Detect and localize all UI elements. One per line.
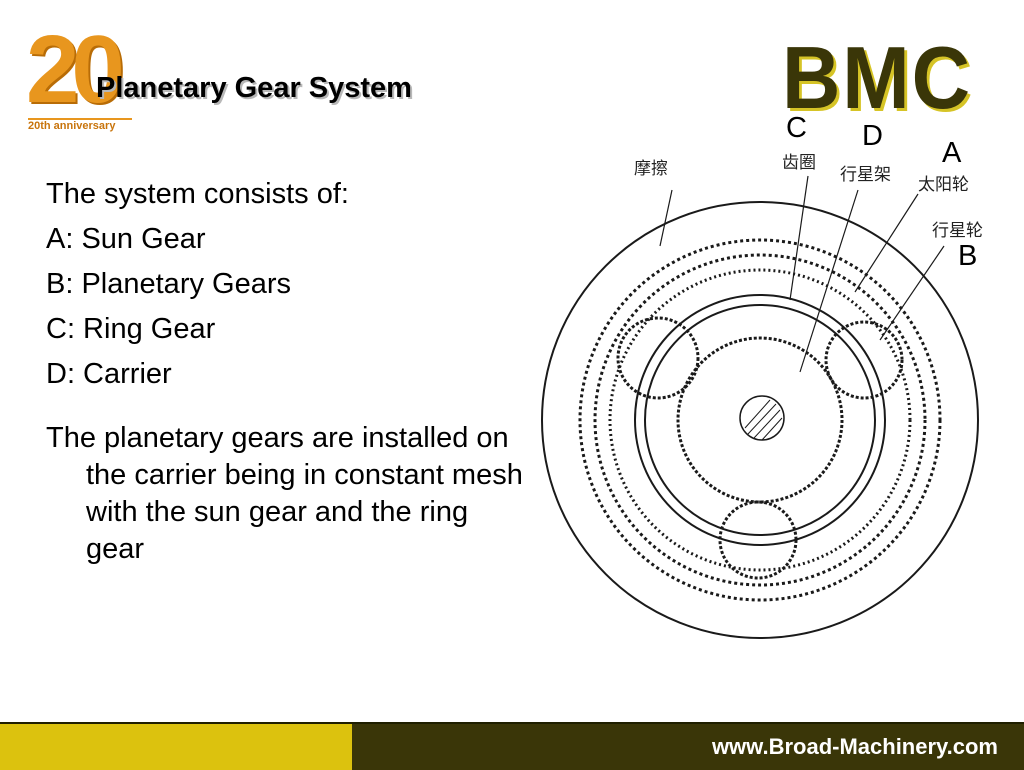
list-item: D: Carrier: [46, 358, 172, 390]
housing-circle: [541, 201, 979, 639]
sun-gear: [676, 336, 844, 504]
shaft: [739, 395, 785, 441]
planet-gear-left: [616, 316, 700, 400]
shaft-hatching: [744, 399, 783, 441]
label-carrier-cn: 行星架: [840, 165, 891, 185]
logo-caption: 20th anniversary: [28, 118, 132, 132]
label-planet-gear-cn: 行星轮: [932, 221, 983, 241]
label-sun-gear-cn: 太阳轮: [918, 175, 969, 195]
list-item: B: Planetary Gears: [46, 268, 291, 300]
footer-accent-bar: [0, 722, 352, 770]
label-b: B: [958, 240, 978, 272]
planet-gear-right: [824, 320, 904, 400]
label-ring-gear-cn: 齿圈: [782, 153, 816, 173]
carrier-inner: [644, 304, 876, 536]
planet-gear-bottom: [718, 500, 798, 580]
label-d: D: [862, 120, 883, 152]
footer-url: www.Broad-Machinery.com: [711, 734, 998, 759]
logo-number: 20: [26, 16, 125, 123]
carrier-outer: [634, 294, 886, 546]
page-title: Planetary Gear System: [96, 72, 412, 104]
label-c: C: [786, 112, 807, 144]
leader-lines: [659, 175, 945, 373]
footer-bar: www.Broad-Machinery.com: [352, 722, 1024, 770]
label-friction: 摩擦: [634, 159, 668, 179]
list-item: C: Ring Gear: [46, 313, 216, 345]
description-paragraph: The planetary gears are installed on the…: [46, 422, 523, 565]
label-a: A: [942, 137, 962, 169]
ring-gear-mid: [593, 253, 927, 587]
brand-logo: BMC: [782, 28, 972, 127]
ring-gear-outer: [578, 238, 942, 602]
list-item: A: Sun Gear: [46, 223, 206, 255]
anniversary-logo: 20 20th anniversary: [26, 20, 134, 134]
list-item: The system consists of:: [46, 178, 349, 210]
ring-gear-inner: [608, 268, 912, 572]
planetary-gear-diagram: [541, 175, 979, 639]
slide-content: The system consists of: A: Sun Gear B: P…: [46, 172, 526, 568]
